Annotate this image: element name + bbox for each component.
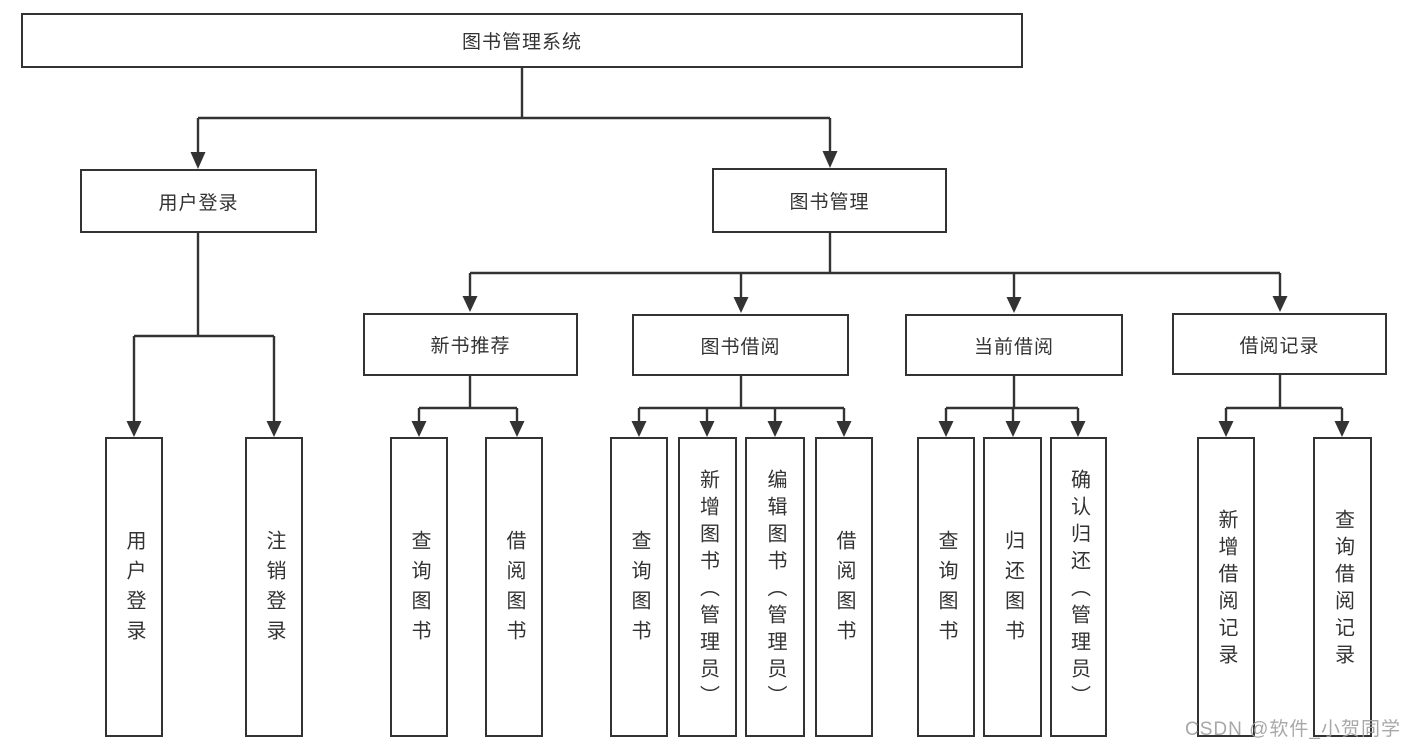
leaf-logout-login: 注销登录 xyxy=(245,437,303,737)
leaf-return-books: 归还图书 xyxy=(983,437,1042,737)
leaf-query-books-current: 查询图书 xyxy=(917,437,975,737)
node-root-system: 图书管理系统 xyxy=(21,13,1023,68)
leaf-add-borrow-record: 新增借阅记录 xyxy=(1197,437,1255,737)
node-current-borrowing: 当前借阅 xyxy=(905,314,1123,376)
leaf-add-books-admin: 新增图书（管理员） xyxy=(678,437,737,737)
leaf-borrow-books-recommend: 借阅图书 xyxy=(485,437,543,737)
csdn-watermark: CSDN @软件_小贺同学 xyxy=(1185,719,1401,740)
leaf-query-borrow-record: 查询借阅记录 xyxy=(1313,437,1372,737)
leaf-borrow-books: 借阅图书 xyxy=(815,437,873,737)
node-new-book-recommend: 新书推荐 xyxy=(363,313,578,376)
node-book-borrowing: 图书借阅 xyxy=(632,314,849,376)
leaf-user-login: 用户登录 xyxy=(105,437,163,737)
node-user-login: 用户登录 xyxy=(80,169,317,233)
node-book-management: 图书管理 xyxy=(712,168,947,233)
leaf-query-books-borrowing: 查询图书 xyxy=(610,437,668,737)
leaf-edit-books-admin: 编辑图书（管理员） xyxy=(745,437,805,737)
arrowheads xyxy=(126,151,1350,437)
leaf-query-books-recommend: 查询图书 xyxy=(390,437,448,737)
node-borrowing-records: 借阅记录 xyxy=(1172,313,1387,375)
leaf-confirm-return-admin: 确认归还（管理员） xyxy=(1050,437,1107,737)
